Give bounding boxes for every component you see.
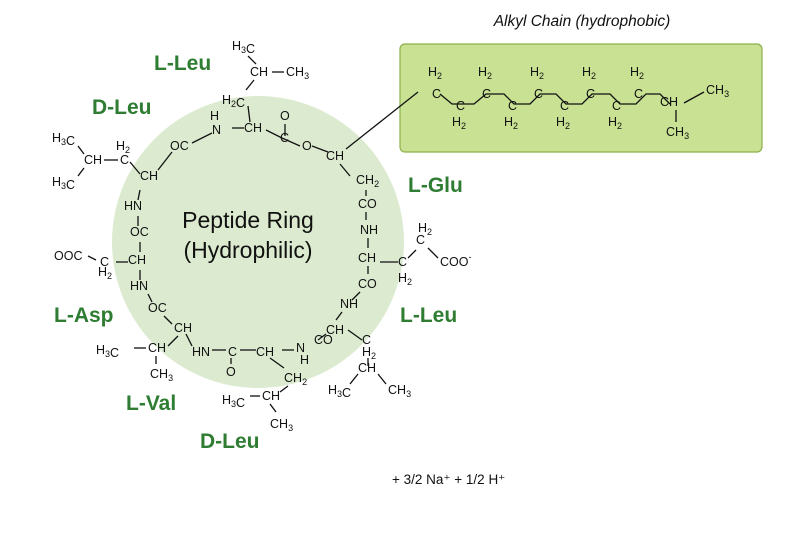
svg-text:H2C: H2C — [222, 93, 245, 110]
residue-l-leu-right: L-Leu — [400, 304, 457, 327]
side-chain-l-val: CH H3C CH3 — [96, 335, 179, 383]
svg-text:C: C — [612, 99, 621, 113]
svg-text:C: C — [100, 255, 109, 269]
svg-text:CH: CH — [84, 153, 102, 167]
svg-text:CH: CH — [148, 341, 166, 355]
svg-text:C: C — [508, 99, 517, 113]
svg-text:C: C — [228, 345, 237, 359]
svg-text:C: C — [120, 153, 129, 167]
ring-label-title: Peptide Ring — [182, 207, 314, 233]
svg-text:CH3: CH3 — [286, 65, 309, 81]
svg-text:CH: CH — [660, 95, 678, 109]
residue-l-glu: L-Glu — [408, 174, 463, 197]
side-chain-l-asp: H2 C OOC — [54, 249, 128, 281]
svg-text:C: C — [534, 87, 543, 101]
svg-text:HN: HN — [130, 279, 148, 293]
svg-text:CH: CH — [358, 361, 376, 375]
svg-text:CO: CO — [358, 277, 377, 291]
svg-text:O: O — [302, 139, 312, 153]
alkyl-connector-line — [345, 91, 419, 150]
svg-text:H: H — [300, 353, 309, 367]
svg-text:C: C — [586, 87, 595, 101]
svg-text:CH3: CH3 — [706, 83, 729, 99]
svg-text:H2: H2 — [398, 271, 412, 287]
svg-text:H3C: H3C — [52, 131, 75, 148]
svg-text:CH3: CH3 — [150, 367, 173, 383]
svg-text:N: N — [296, 341, 305, 355]
residue-l-asp: L-Asp — [54, 304, 114, 327]
side-chain-l-leu-right: C H2 CH H3C CH3 — [328, 329, 411, 400]
svg-text:H2: H2 — [362, 345, 376, 361]
svg-text:CH: CH — [326, 149, 344, 163]
svg-text:CH: CH — [174, 321, 192, 335]
svg-text:O: O — [280, 109, 290, 123]
residue-l-leu-top: L-Leu — [154, 52, 211, 75]
svg-text:H3C: H3C — [52, 175, 75, 192]
svg-text:CH: CH — [244, 121, 262, 135]
svg-text:NH: NH — [340, 297, 358, 311]
counter-ions-text: + 3/2 Na⁺ + 1/2 H⁺ — [392, 472, 505, 487]
svg-text:CH3: CH3 — [666, 125, 689, 141]
side-chain-l-leu-top: H2C CH CH3 H3C — [222, 39, 309, 123]
svg-text:CH2: CH2 — [356, 173, 379, 189]
svg-text:C: C — [634, 87, 643, 101]
svg-text:CO: CO — [358, 197, 377, 211]
svg-text:CH: CH — [128, 253, 146, 267]
alkyl-chain-title: Alkyl Chain (hydrophobic) — [493, 13, 671, 30]
residue-d-leu-bottom: D-Leu — [200, 430, 260, 453]
ring-label-subtitle: (Hydrophilic) — [183, 237, 312, 263]
svg-text:C: C — [362, 333, 371, 347]
svg-text:CH3: CH3 — [270, 417, 293, 433]
svg-text:C: C — [416, 233, 425, 247]
svg-text:HN: HN — [192, 345, 210, 359]
alkyl-chain-box — [399, 43, 763, 153]
svg-text:CH3: CH3 — [388, 383, 411, 399]
svg-text:C: C — [482, 87, 491, 101]
svg-text:OOC: OOC — [54, 249, 82, 263]
svg-text:CH: CH — [326, 323, 344, 337]
svg-text:COO-: COO- — [440, 252, 471, 269]
residue-l-val: L-Val — [126, 392, 176, 415]
svg-text:CO: CO — [314, 333, 333, 347]
peptide-ring-circle — [112, 96, 404, 388]
svg-text:CH: CH — [358, 251, 376, 265]
svg-text:H3C: H3C — [328, 383, 351, 400]
svg-text:C: C — [398, 255, 407, 269]
svg-text:C: C — [280, 131, 289, 145]
svg-text:H: H — [210, 109, 219, 123]
svg-text:C: C — [432, 87, 441, 101]
svg-text:CH: CH — [262, 389, 280, 403]
side-chain-l-glu: C C H2 COO- H2 — [380, 221, 471, 287]
residue-d-leu-left: D-Leu — [92, 96, 152, 119]
svg-text:OC: OC — [170, 139, 189, 153]
svg-text:N: N — [212, 123, 221, 137]
svg-text:C: C — [560, 99, 569, 113]
svg-text:CH2: CH2 — [284, 371, 307, 387]
svg-text:H3C: H3C — [96, 343, 119, 360]
svg-text:CH: CH — [256, 345, 274, 359]
svg-text:CH: CH — [250, 65, 268, 79]
svg-text:H2: H2 — [418, 221, 432, 237]
svg-text:NH: NH — [360, 223, 378, 237]
svg-text:O: O — [226, 365, 236, 379]
svg-text:C: C — [456, 99, 465, 113]
svg-text:H3C: H3C — [232, 39, 255, 56]
peptide-backbone: O C O CH N H CH OC CH2 CO NH CH CO NH CH… — [124, 109, 379, 379]
svg-text:HN: HN — [124, 199, 142, 213]
svg-text:CH: CH — [140, 169, 158, 183]
svg-text:H3C: H3C — [222, 393, 245, 410]
svg-text:OC: OC — [148, 301, 167, 315]
side-chain-d-leu-bottom: CH2 CH H3C CH3 — [222, 357, 307, 433]
svg-text:OC: OC — [130, 225, 149, 239]
